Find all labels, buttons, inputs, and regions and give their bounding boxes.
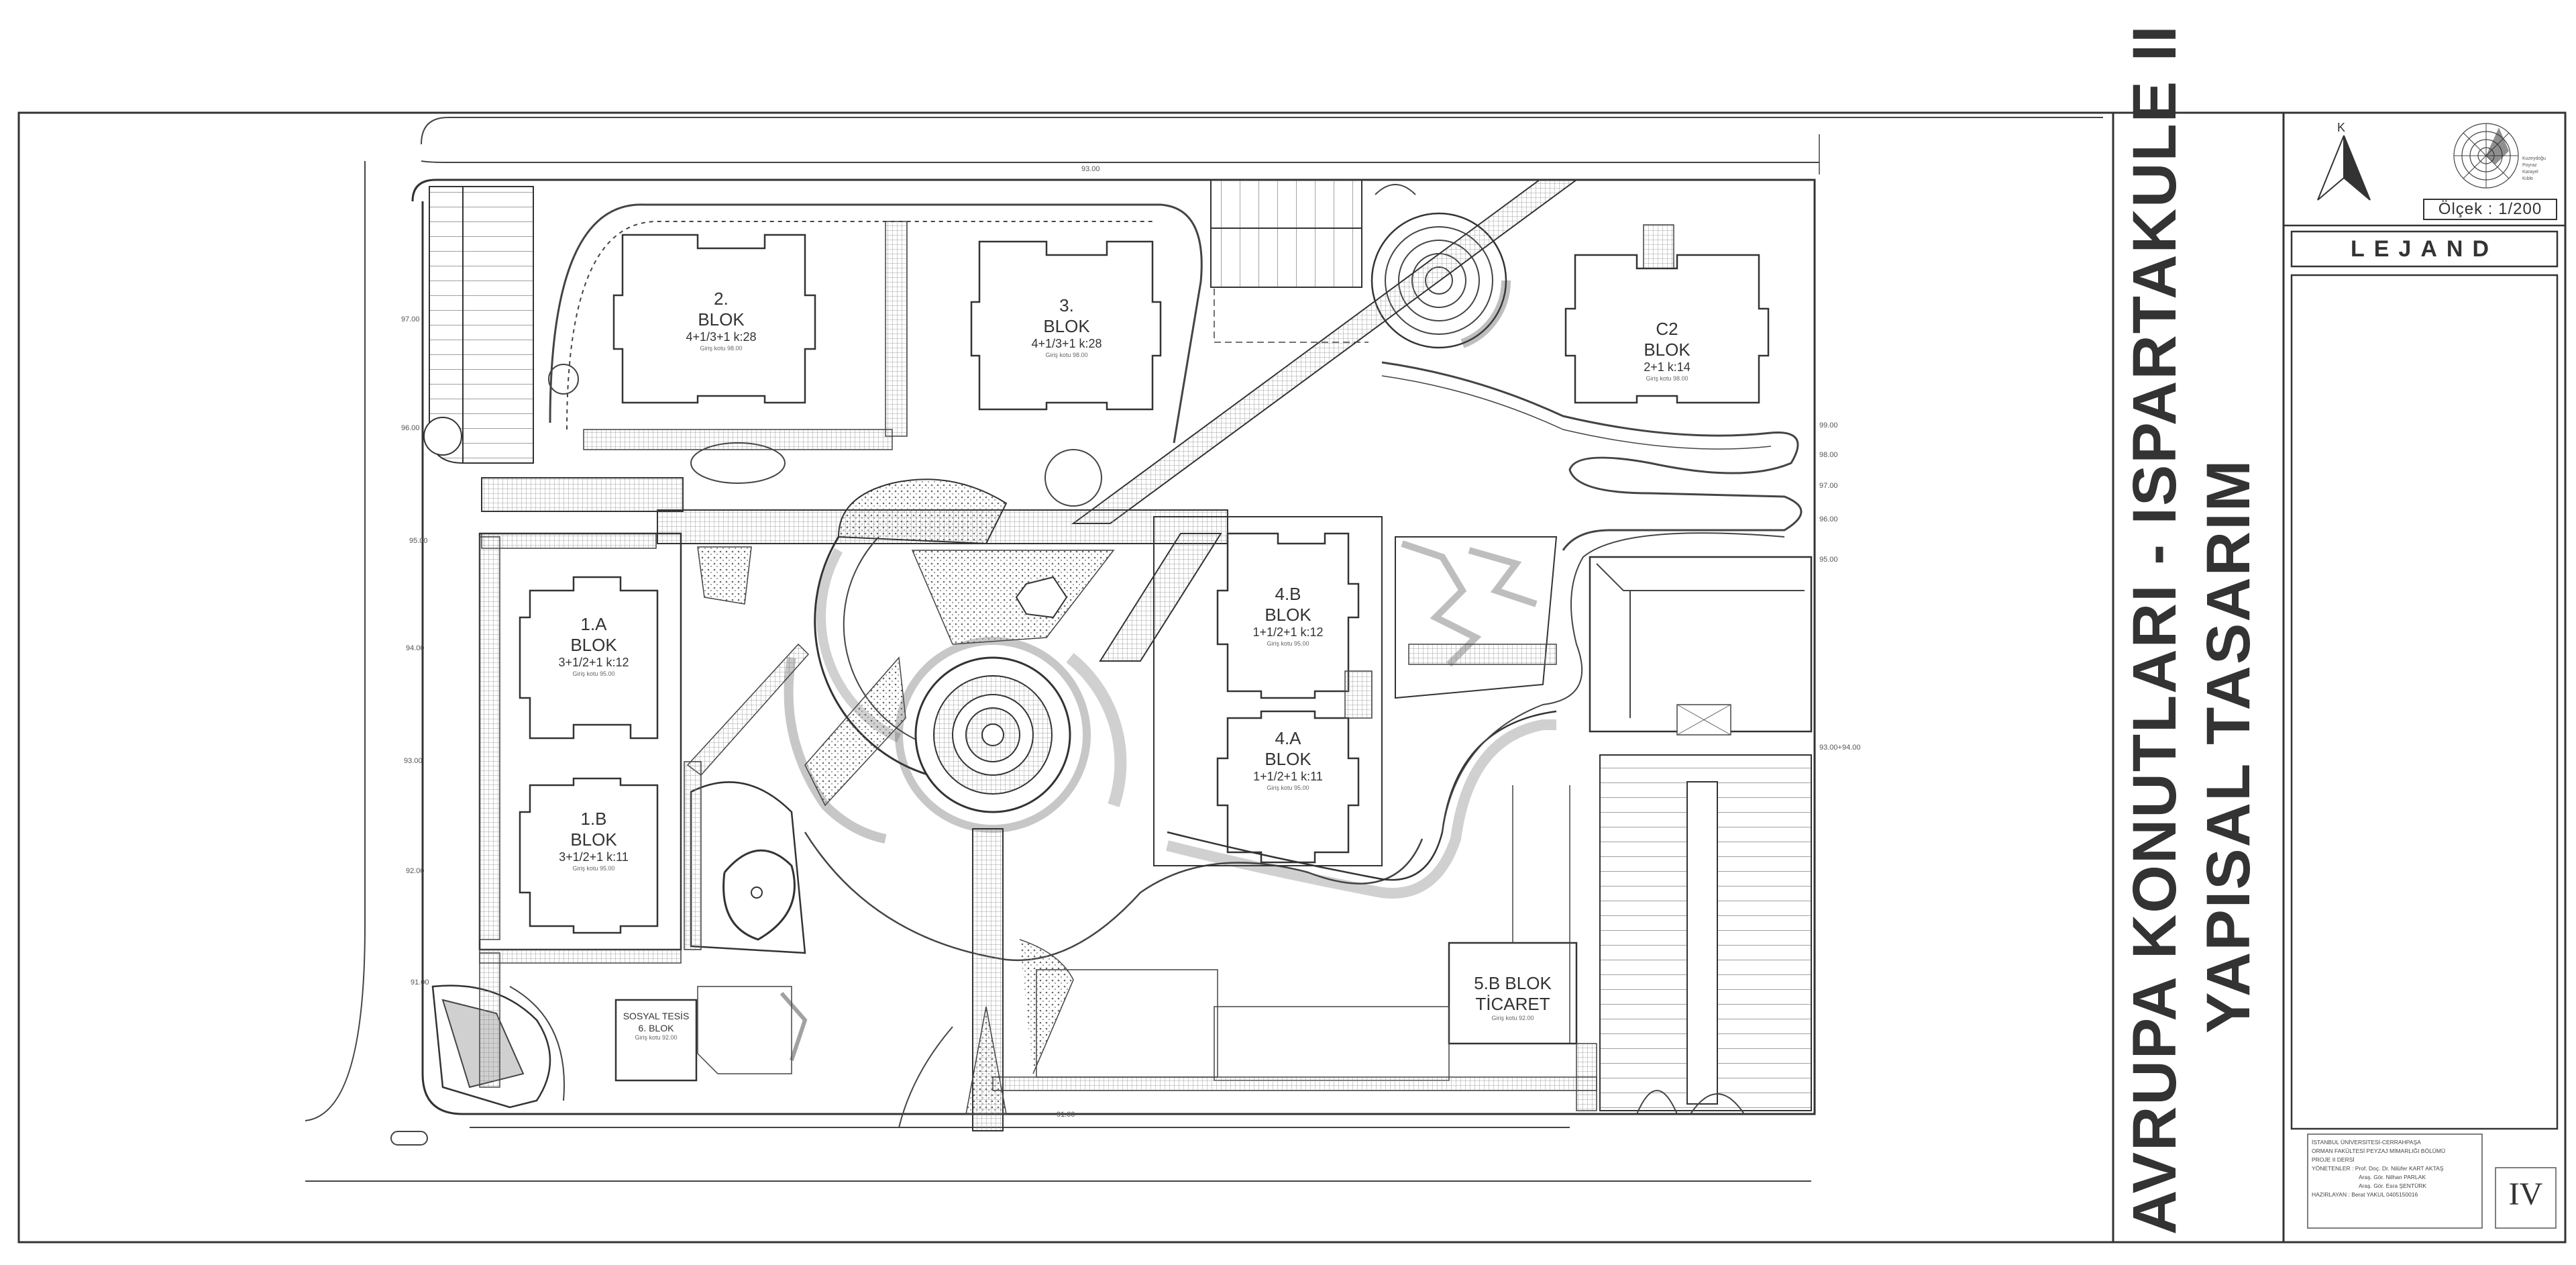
elevation-right-98: 98.00	[1819, 451, 1838, 459]
block-1b-footprint	[519, 777, 659, 934]
north-arrow-icon	[2317, 135, 2371, 201]
block-label-6: SOSYAL TESİS 6. BLOK Giriş kotu 92.00	[623, 1011, 690, 1042]
block-label-1a: 1.A BLOK 3+1/2+1 k:12 Giriş kotu 95.00	[558, 614, 629, 677]
elevation-left-94: 94.00	[406, 644, 425, 652]
block-6-sosyal-tesis	[614, 999, 698, 1082]
playground-shape	[722, 849, 796, 941]
legend-column-frame	[2282, 111, 2567, 1244]
site-boundary	[411, 179, 1816, 1115]
block-4a-footprint	[1216, 710, 1360, 864]
top-road	[421, 117, 2103, 163]
elevation-left-91: 91.00	[411, 978, 429, 986]
credits-box	[2307, 1133, 2483, 1229]
east-terrace-garden	[1395, 536, 1558, 699]
block-2-footprint	[612, 234, 816, 404]
north-label: K	[2337, 121, 2346, 134]
left-road	[305, 161, 366, 1121]
block-label-2: 2. BLOK 4+1/3+1 k:28 Giriş kotu 98.00	[686, 289, 757, 352]
title-line-1: AVRUPA KONUTLARI - ISPARTAKULE II	[2121, 24, 2189, 1235]
title-line-2: YAPISAL TASARIM	[2194, 458, 2263, 1033]
block-label-4b: 4.B BLOK 1+1/2+1 k:12 Giriş kotu 95.00	[1252, 584, 1324, 647]
block-label-c2: C2 BLOK 2+1 k:14 Giriş kotu 98.00	[1644, 319, 1690, 382]
elevation-right-96: 96.00	[1819, 515, 1838, 523]
hexagon-feature	[1015, 576, 1068, 619]
elevation-right-99: 99.00	[1819, 421, 1838, 429]
credits-block: İSTANBUL ÜNİVERSİTESİ-CERRAHPAŞA ORMAN F…	[2312, 1139, 2446, 1198]
block-label-4a: 4.A BLOK 1+1/2+1 k:11 Giriş kotu 95.00	[1253, 728, 1323, 791]
elevation-bottom: 91.00	[1057, 1111, 1075, 1119]
elevation-left-97: 97.00	[401, 315, 420, 323]
block-label-3: 3. BLOK 4+1/3+1 k:28 Giriş kotu 98.00	[1031, 295, 1102, 358]
wind-rose-legend: Kuzeydoğu Poyraz Karayel Kıble	[2522, 156, 2546, 181]
legend-box	[2290, 274, 2559, 1130]
corner-garden-sw	[431, 984, 551, 1109]
central-fan-garden	[837, 478, 1008, 545]
playground-area	[690, 781, 806, 954]
elevation-right-95: 95.00	[1819, 556, 1838, 564]
elevation-left-96: 96.00	[401, 424, 420, 432]
title-vertical: AVRUPA KONUTLARI - ISPARTAKULE II YAPISA…	[2118, 24, 2279, 1235]
block-c2-footprint	[1564, 254, 1770, 404]
garden-path-top	[549, 203, 1203, 444]
elevation-left-93: 93.00	[404, 757, 423, 765]
scale-label: Ölçek : 1/200	[2423, 199, 2557, 220]
wind-rose-icon	[2453, 123, 2519, 189]
elevation-left-92: 92.00	[406, 867, 425, 875]
elevation-right-97: 97.00	[1819, 482, 1838, 490]
sheet-number: IV	[2508, 1176, 2543, 1212]
block-3-footprint	[970, 240, 1162, 411]
block-5b-ticaret	[1448, 942, 1578, 1045]
elevation-right-93-94: 93.00+94.00	[1819, 744, 1861, 752]
parking-topmid	[1210, 179, 1362, 288]
block-label-5b: 5.B BLOK TİCARET Giriş kotu 92.00	[1474, 973, 1552, 1022]
elevation-top: 93.00	[1081, 165, 1100, 173]
legend-title: LEJAND	[2350, 236, 2499, 262]
elevation-left-95: 95.00	[409, 537, 428, 545]
block-1a-footprint	[519, 576, 659, 740]
sheet-number-box	[2495, 1167, 2557, 1229]
block-label-1b: 1.B BLOK 3+1/2+1 k:11 Giriş kotu 95.00	[559, 809, 629, 872]
curvy-path-east	[1381, 361, 1803, 551]
central-circular-plaza	[895, 637, 1091, 833]
